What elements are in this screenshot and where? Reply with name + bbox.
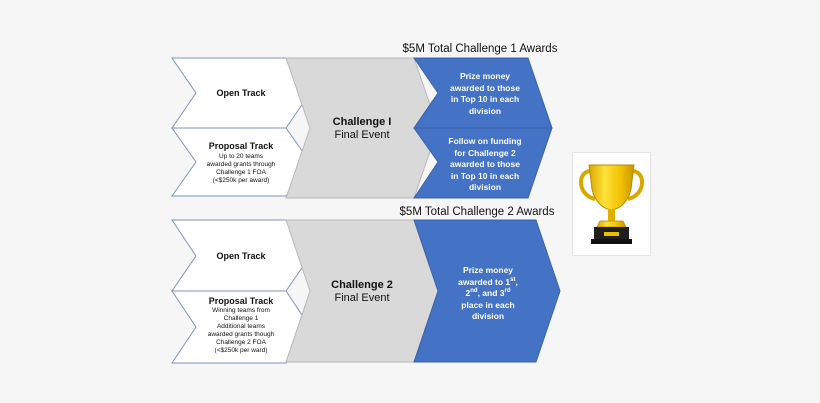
c1-award-top-line-3: in Top 10 in each xyxy=(450,94,520,104)
c1-award-bottom-line-4: in Top 10 in each xyxy=(450,170,520,181)
c2-award-line-3: 2nd, and 3rd xyxy=(442,288,534,300)
c1-award-bottom-chevron xyxy=(413,127,553,199)
trophy-panel xyxy=(572,152,651,256)
c1-award-top-line-1: Prize money xyxy=(459,71,511,81)
c2-proposal-track-desc: Winning teams from Challenge 1 Additiona… xyxy=(196,307,286,355)
c2-challenge-sub: Final Event xyxy=(334,292,390,304)
c2-award-line-2-text: awarded to 1 xyxy=(458,276,511,287)
c2-award-sup-1: st xyxy=(510,276,516,283)
c2-award-sup-2: nd xyxy=(470,288,478,295)
c1-proposal-line-1: Up to 20 teams xyxy=(218,153,264,160)
c2-proposal-line-1: Winning teams from xyxy=(212,307,270,314)
c2-proposal-line-2: Challenge 1 xyxy=(223,315,259,322)
c2-award-title: $5M Total Challenge 2 Awards xyxy=(399,206,555,218)
c2-proposal-line-4: awarded grants though xyxy=(207,331,275,338)
c1-proposal-track-desc: Up to 20 teams awarded grants through Ch… xyxy=(196,153,286,185)
trophy-icon xyxy=(579,164,644,244)
c2-proposal-line-5: Challenge 2 FOA xyxy=(216,339,266,346)
c2-award-line-5: division xyxy=(471,311,505,321)
c2-award-line-2: awarded to 1st, xyxy=(458,276,518,287)
c1-proposal-line-4: (<$250k per award) xyxy=(212,177,270,184)
c1-open-track-label: Open Track xyxy=(216,88,266,98)
c1-award-bottom-line-3: awarded to those xyxy=(450,159,520,169)
c2-award-line-3a: 2 xyxy=(465,288,471,298)
c1-award-top-text: Prize money awarded to those in Top 10 i… xyxy=(440,71,530,117)
c2-award-line-3b: , and 3 xyxy=(477,288,505,298)
c2-open-track-label: Open Track xyxy=(216,251,266,261)
c2-proposal-line-6: (<$250k per ward) xyxy=(214,347,268,354)
c1-proposal-track-title: Proposal Track xyxy=(208,141,274,151)
c1-award-top-line-4: division xyxy=(468,105,502,116)
c2-proposal-track-title: Proposal Track xyxy=(208,296,274,306)
c1-award-bottom-line-1: Follow on funding xyxy=(448,136,522,146)
c1-award-bottom-text: Follow on funding for Challenge 2 awarde… xyxy=(440,136,530,194)
c2-award-sup-3: rd xyxy=(504,288,511,295)
c1-proposal-line-2: awarded grants through xyxy=(206,161,276,168)
c2-award-text: Prize money awarded to 1st, 2nd, and 3rd… xyxy=(442,265,534,323)
c2-award-line-4: place in each xyxy=(461,299,515,310)
c2-proposal-track-chevron xyxy=(171,290,311,364)
c1-challenge-title: Challenge I xyxy=(332,116,392,128)
c2-award-line-1: Prize money xyxy=(462,265,514,275)
c1-award-title: $5M Total Challenge 1 Awards xyxy=(402,43,558,55)
c2-award-chevron xyxy=(413,219,561,363)
c1-proposal-line-3: Challenge 1 FOA xyxy=(216,169,266,176)
c1-proposal-track-chevron xyxy=(171,127,311,197)
c1-award-bottom-line-2: for Challenge 2 xyxy=(454,147,516,158)
c1-award-top-line-2: awarded to those xyxy=(450,82,520,93)
c2-proposal-line-3: Additional teams xyxy=(216,323,266,330)
c1-award-bottom-line-5: division xyxy=(468,182,502,192)
c1-challenge-sub: Final Event xyxy=(334,129,390,141)
c2-challenge-title: Challenge 2 xyxy=(331,279,393,291)
